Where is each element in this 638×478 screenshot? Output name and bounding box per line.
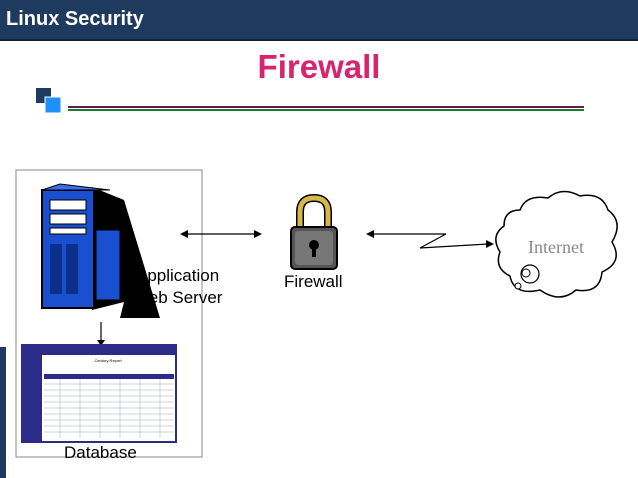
server-firewall-arrowhead-left	[180, 230, 188, 238]
padlock-icon	[290, 193, 338, 270]
firewall-internet-arrowhead-left	[366, 230, 374, 238]
firewall-internet-arrowhead-right	[486, 240, 494, 248]
cloud-icon: Internet	[495, 190, 618, 298]
database-report-icon: Century Report	[21, 344, 177, 443]
left-accent-stripe	[0, 347, 6, 478]
slide-title: Firewall	[257, 48, 381, 85]
slide-header: Linux Security	[0, 0, 638, 41]
server-db-arrowhead	[97, 340, 105, 346]
app-server-label: Application	[136, 266, 220, 285]
report-title-text: Century Report	[94, 358, 122, 363]
header-title: Linux Security	[6, 8, 144, 30]
firewall-internet-link	[372, 233, 489, 249]
server-group-box	[15, 169, 203, 458]
firewall-label: Firewall	[284, 272, 343, 291]
server-icon	[41, 183, 160, 318]
decor-square-light	[44, 96, 62, 114]
internet-label: Internet	[528, 237, 584, 257]
database-label: Database	[64, 443, 137, 462]
web-server-label: Web Server	[133, 288, 223, 307]
server-firewall-arrowhead-right	[254, 230, 262, 238]
